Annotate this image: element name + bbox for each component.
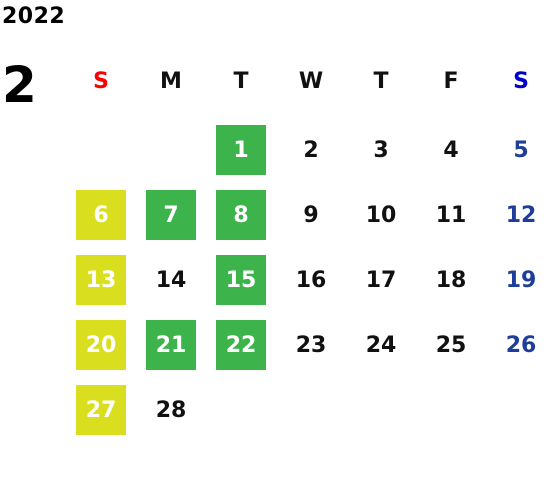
calendar-day-cell[interactable]: 11 — [416, 190, 486, 240]
calendar-day-cell[interactable]: 4 — [416, 125, 486, 175]
day-number: 17 — [365, 267, 397, 293]
empty-day-cell — [276, 385, 346, 435]
day-number: 25 — [435, 332, 467, 358]
day-number: 8 — [216, 190, 266, 240]
day-number: 15 — [216, 255, 266, 305]
day-number: 7 — [146, 190, 196, 240]
day-number: 1 — [216, 125, 266, 175]
calendar-day-cell[interactable]: 19 — [486, 255, 548, 305]
calendar-day-cell[interactable]: 16 — [276, 255, 346, 305]
calendar-day-cell[interactable]: 8 — [206, 190, 276, 240]
calendar-day-cell[interactable]: 1 — [206, 125, 276, 175]
calendar-week-row: 13 14 15 16 17 18 19 — [66, 255, 548, 305]
calendar-day-cell[interactable]: 6 — [66, 190, 136, 240]
weekday-header-row: S M T W T F S — [66, 66, 548, 96]
weekday-thursday: T — [373, 68, 389, 94]
empty-day-cell — [416, 385, 486, 435]
day-number: 10 — [365, 202, 397, 228]
calendar-day-cell[interactable]: 9 — [276, 190, 346, 240]
day-number: 22 — [216, 320, 266, 370]
empty-day-cell — [486, 385, 548, 435]
calendar-day-cell[interactable]: 27 — [66, 385, 136, 435]
weekday-tuesday: T — [233, 68, 249, 94]
calendar-day-cell[interactable]: 10 — [346, 190, 416, 240]
day-number: 28 — [155, 397, 187, 423]
calendar-day-cell[interactable]: 21 — [136, 320, 206, 370]
calendar-week-row: 20 21 22 23 24 25 26 — [66, 320, 548, 370]
day-number: 13 — [76, 255, 126, 305]
calendar-day-cell[interactable]: 22 — [206, 320, 276, 370]
calendar-day-cell[interactable]: 14 — [136, 255, 206, 305]
month-number: 2 — [2, 56, 37, 114]
calendar-day-cell[interactable]: 24 — [346, 320, 416, 370]
day-number: 2 — [303, 137, 319, 163]
empty-day-cell — [346, 385, 416, 435]
weekday-saturday: S — [513, 68, 529, 94]
day-number: 26 — [505, 332, 537, 358]
calendar-day-cell[interactable]: 3 — [346, 125, 416, 175]
empty-day-cell — [206, 385, 276, 435]
calendar-week-row: 27 28 — [66, 385, 548, 435]
day-number: 12 — [505, 202, 537, 228]
day-number: 18 — [435, 267, 467, 293]
empty-day-cell — [66, 125, 136, 175]
calendar-day-cell[interactable]: 17 — [346, 255, 416, 305]
day-number: 6 — [76, 190, 126, 240]
calendar-day-cell[interactable]: 2 — [276, 125, 346, 175]
calendar-day-cell[interactable]: 12 — [486, 190, 548, 240]
day-number: 24 — [365, 332, 397, 358]
day-number: 9 — [303, 202, 319, 228]
day-number: 23 — [295, 332, 327, 358]
day-number: 4 — [443, 137, 459, 163]
day-number: 11 — [435, 202, 467, 228]
calendar-day-cell[interactable]: 15 — [206, 255, 276, 305]
calendar-day-cell[interactable]: 25 — [416, 320, 486, 370]
day-number: 3 — [373, 137, 389, 163]
day-number: 5 — [513, 137, 529, 163]
day-number: 20 — [76, 320, 126, 370]
calendar-day-cell[interactable]: 26 — [486, 320, 548, 370]
year-label: 2022 — [2, 4, 66, 29]
calendar-day-cell[interactable]: 28 — [136, 385, 206, 435]
day-number: 14 — [155, 267, 187, 293]
calendar-week-row: 1 2 3 4 5 — [66, 125, 548, 175]
calendar-day-cell[interactable]: 7 — [136, 190, 206, 240]
calendar-day-cell[interactable]: 20 — [66, 320, 136, 370]
day-number: 19 — [505, 267, 537, 293]
weekday-wednesday: W — [298, 68, 324, 94]
day-number: 27 — [76, 385, 126, 435]
weekday-sunday: S — [93, 68, 109, 94]
day-number: 21 — [146, 320, 196, 370]
calendar-day-cell[interactable]: 18 — [416, 255, 486, 305]
weekday-monday: M — [160, 68, 182, 94]
calendar-day-cell[interactable]: 13 — [66, 255, 136, 305]
empty-day-cell — [136, 125, 206, 175]
calendar-day-cell[interactable]: 5 — [486, 125, 548, 175]
weekday-friday: F — [443, 68, 459, 94]
day-number: 16 — [295, 267, 327, 293]
calendar-day-cell[interactable]: 23 — [276, 320, 346, 370]
